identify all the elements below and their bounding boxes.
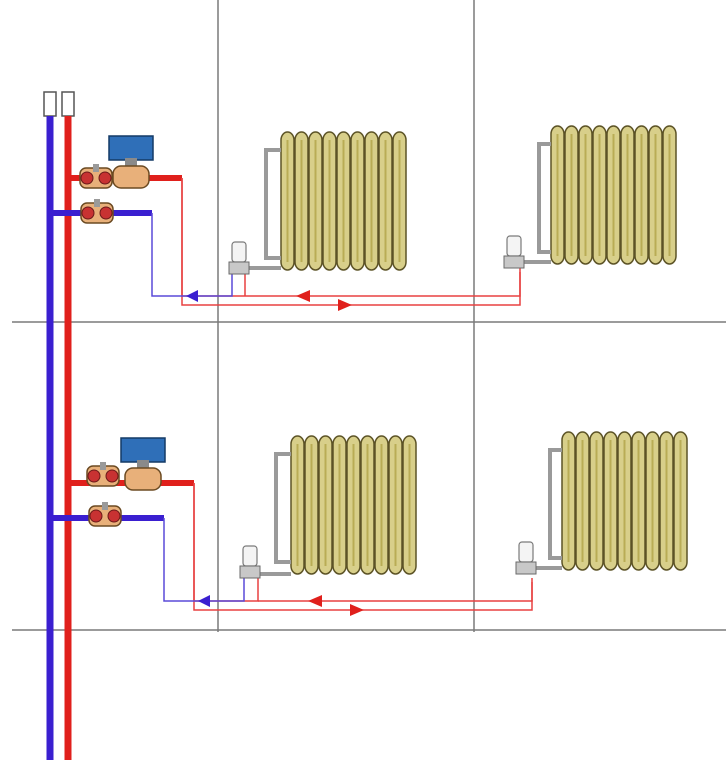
thermostatic-head-icon: [239, 545, 261, 579]
arrow-right-icon: [350, 604, 364, 616]
ball-valve-icon: [88, 501, 122, 527]
radiator-icon: [550, 125, 677, 265]
ball-valve-icon: [80, 198, 114, 224]
thermostatic-head-icon: [515, 541, 537, 575]
radiator-icon: [561, 431, 688, 571]
main-risers: [43, 91, 75, 760]
room-grid: [12, 0, 726, 632]
ball-valve-icon: [86, 461, 120, 487]
arrow-left-icon: [308, 595, 322, 607]
ball-valve-icon: [79, 163, 113, 189]
arrow-left-icon: [186, 290, 198, 302]
thermostatic-head-icon: [503, 235, 525, 269]
floor-2: [50, 431, 688, 616]
arrow-left-icon: [198, 595, 210, 607]
thermostatic-head-icon: [228, 241, 250, 275]
zone-actuator-icon: [108, 135, 154, 189]
radiator-icon: [280, 131, 407, 271]
floor-1: [50, 125, 677, 311]
zone-actuator-icon: [120, 437, 166, 491]
arrow-right-icon: [338, 299, 352, 311]
radiator-icon: [290, 435, 417, 575]
arrow-left-icon: [296, 290, 310, 302]
